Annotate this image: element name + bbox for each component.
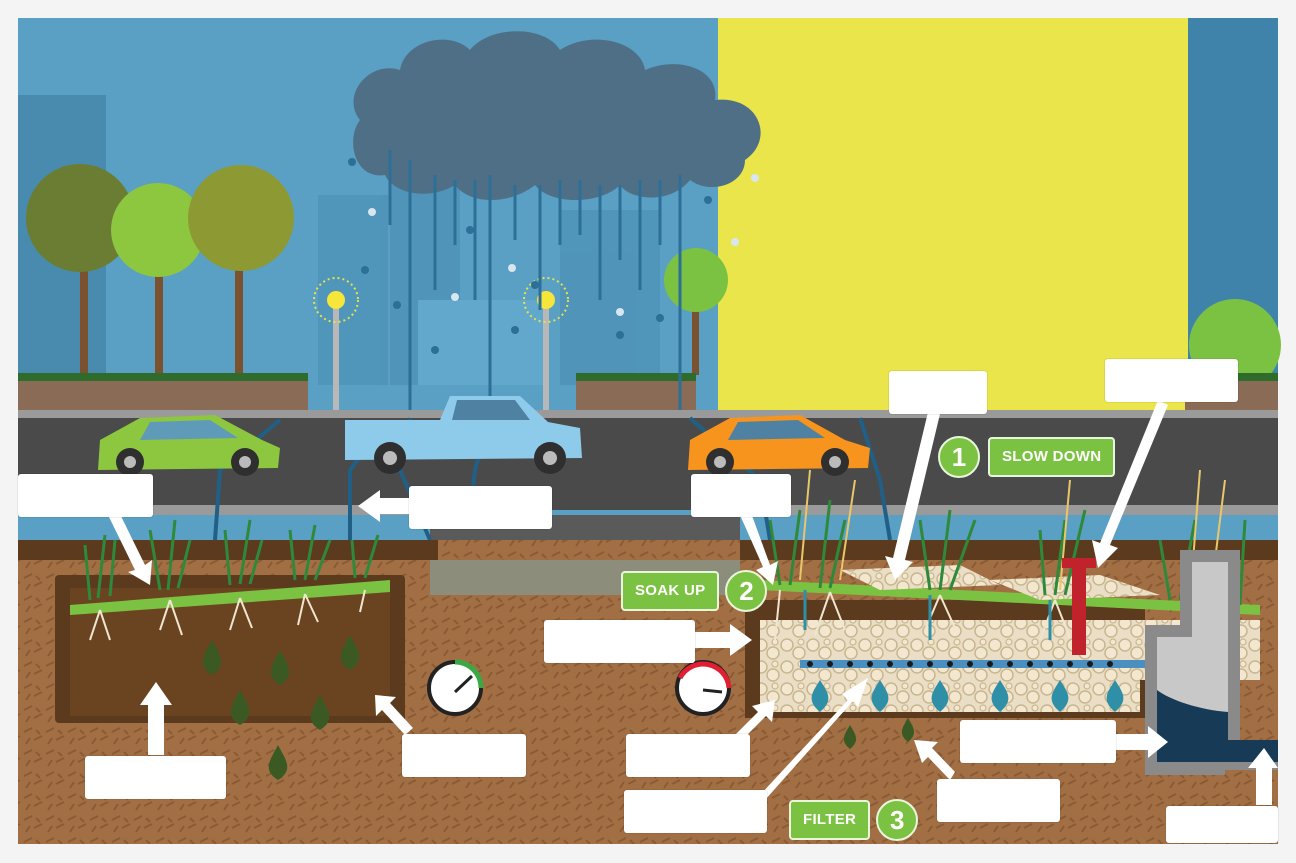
car-icon [688,415,870,476]
pickup-truck-icon [345,396,582,474]
label-box-infiltration-rate [626,734,750,777]
tree-group-left [26,164,294,375]
label-box-infiltration [937,779,1060,822]
label-box-overflow [1105,359,1238,402]
plants-left [83,519,380,601]
city-skyline [18,95,660,385]
label-box-underdrain [624,790,767,833]
step-number: 2 [725,570,768,612]
label-box-native-soil [85,756,226,799]
step-soak-up: SOAK UP 2 [621,570,768,612]
step-filter: FILTER 3 [789,799,919,841]
roots-right [774,589,1071,641]
roots-left [89,589,366,641]
streetlight-icon [313,277,359,415]
step-label: SOAK UP [621,571,720,611]
label-box-soil-media [544,620,695,663]
gauge-icon [675,660,732,716]
water-drop-icon [348,158,712,354]
step-number: 3 [876,799,919,841]
rain-streams [388,150,682,415]
label-box-road-runoff [409,486,552,529]
curb [18,410,1278,418]
step-label: SLOW DOWN [988,437,1116,477]
label-box-storm-sewer [1166,806,1278,843]
water-drop-icon [811,680,1124,749]
rain-cloud-icon [353,31,761,200]
step-number: 1 [938,436,980,478]
water-drop-icon [202,635,360,780]
plants-right [768,499,1247,606]
rain-garden-left [55,575,405,723]
label-box-compacted-soil [402,734,526,777]
step-label: FILTER [789,800,871,840]
label-box-storage [960,720,1116,763]
storm-drain [1145,550,1278,775]
label-box-grass-swale [18,474,153,517]
sunny-area [718,18,1188,418]
gauge-icon [427,659,484,716]
label-box-mulch [889,371,987,414]
pointer-arrows [108,400,1278,805]
overflow-riser [1062,558,1096,655]
step-slow-down: 1 SLOW DOWN [938,436,1116,478]
label-box-bioretention-plants [691,474,791,517]
car-icon [98,415,280,476]
